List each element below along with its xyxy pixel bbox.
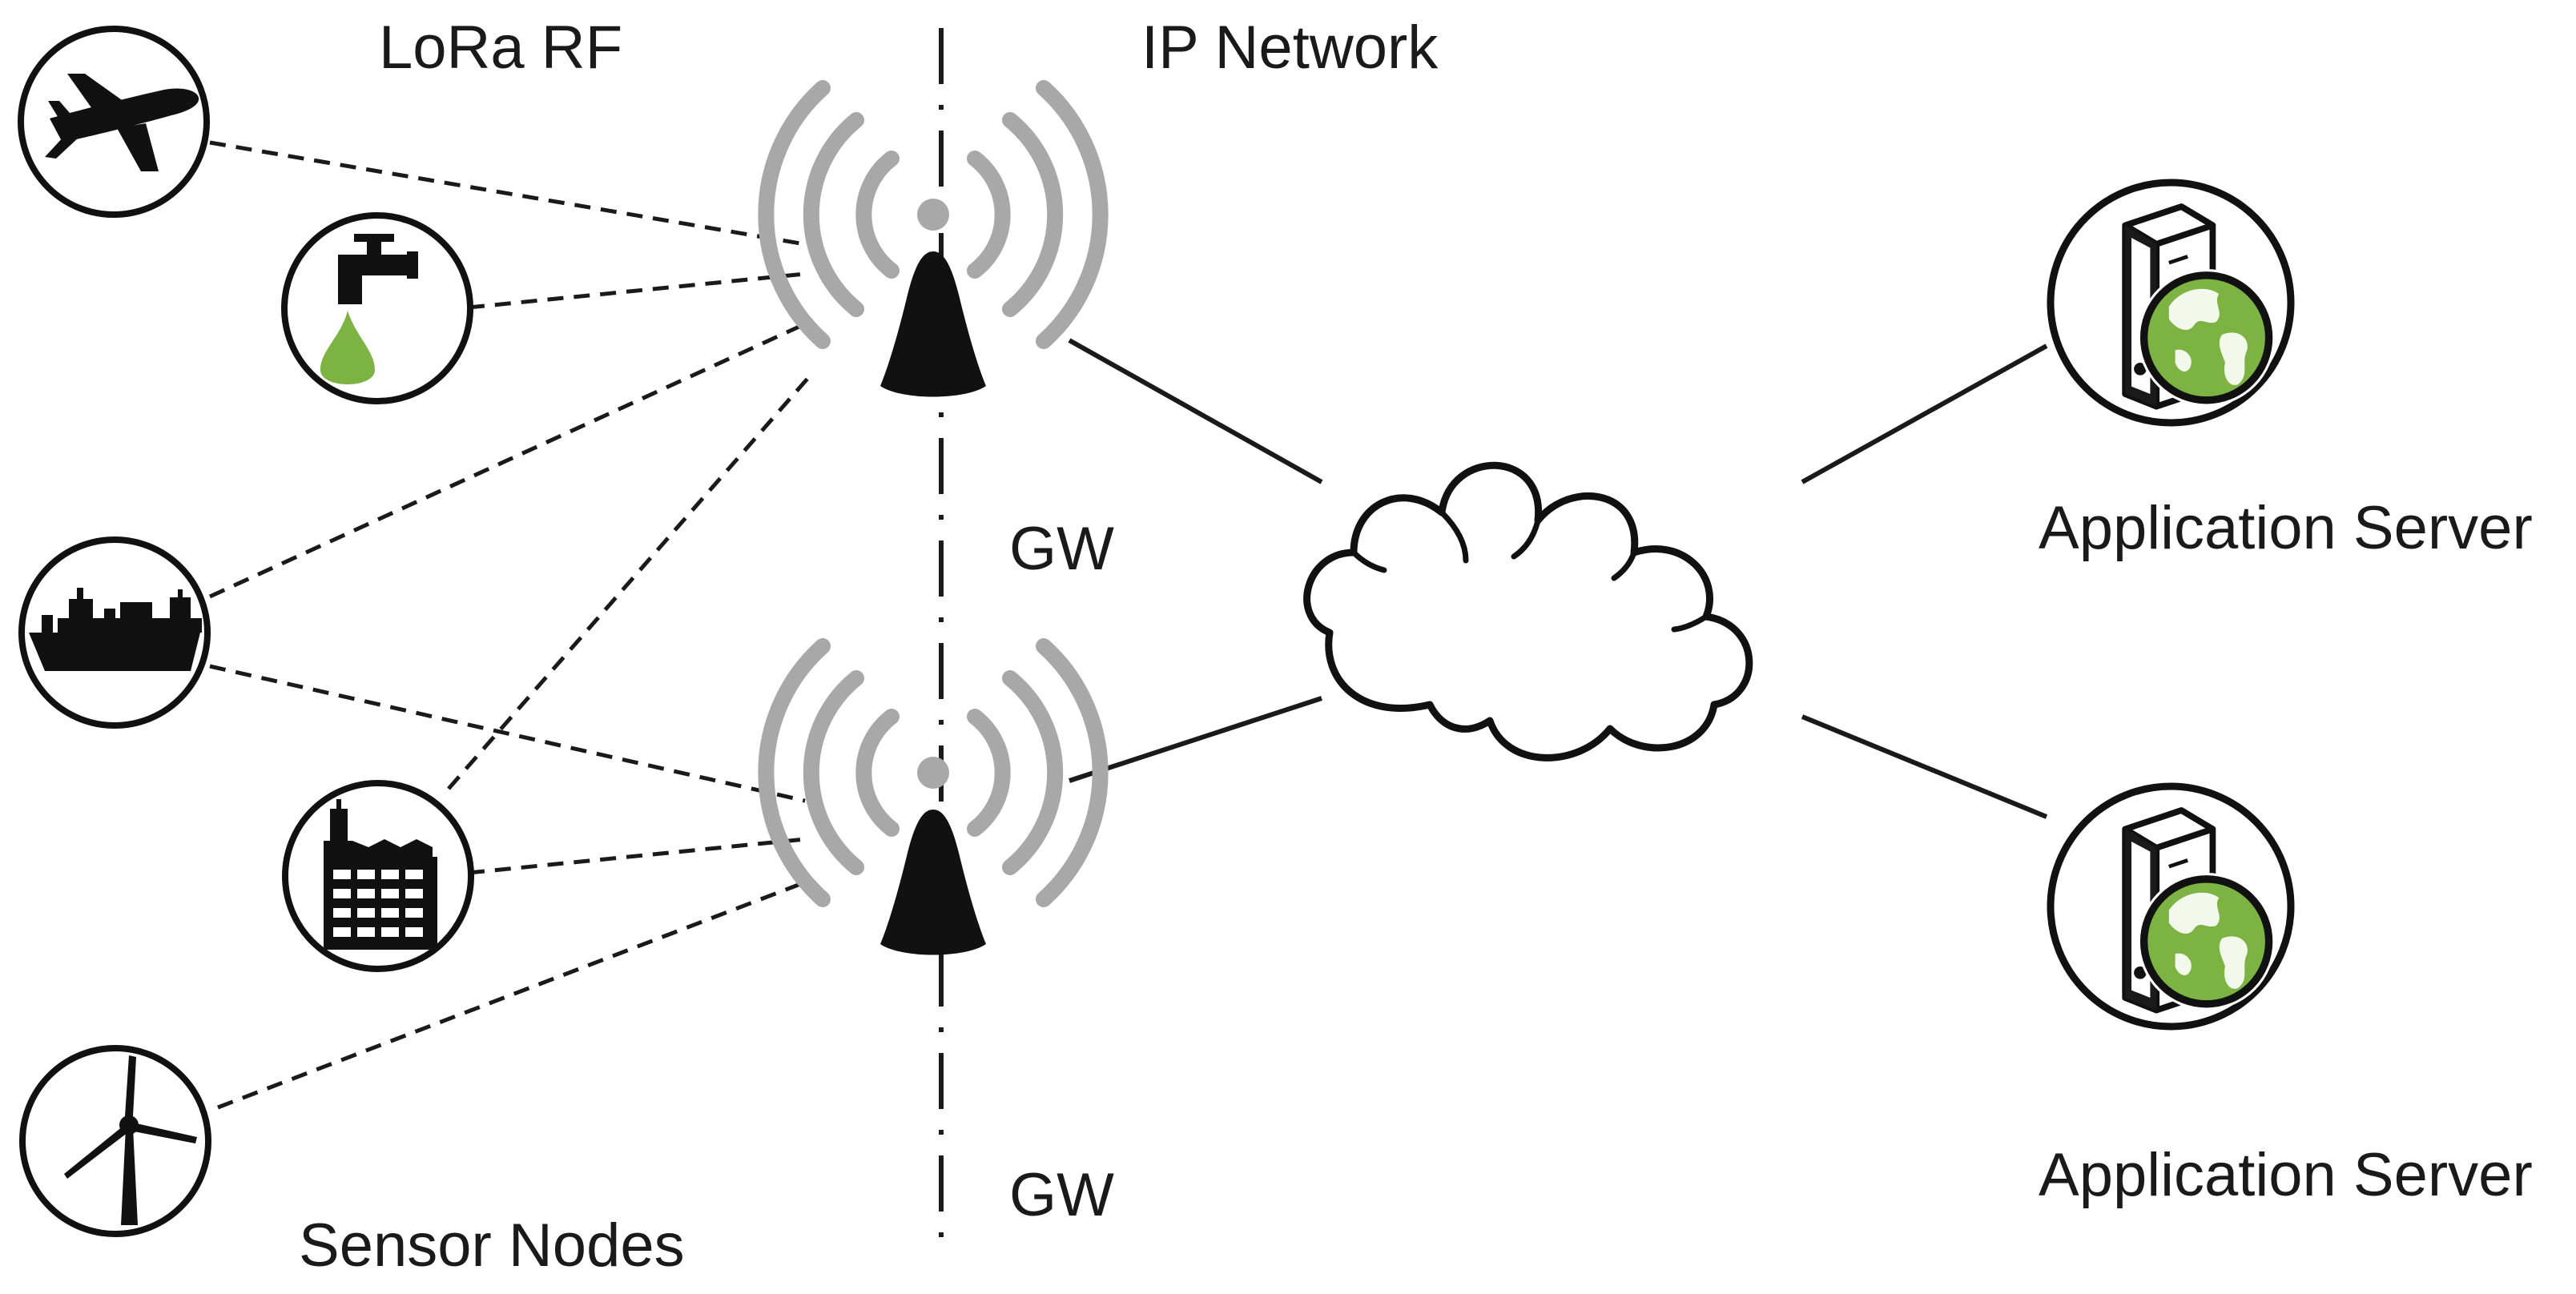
gateway-bottom-label: GW [1009,1161,1114,1229]
application-server-top [2047,179,2295,427]
sensor-node-airplane [18,26,210,218]
application-server-bottom-label: Application Server [2039,1141,2533,1209]
gateway-antenna-icon [766,88,1100,397]
lora-rf-links [208,140,815,1110]
ip-network-links [1068,338,2048,819]
gateway-bottom [766,646,1100,955]
gateway-top-label: GW [1009,515,1114,583]
ip-network-label: IP Network [1141,14,1439,82]
sensor-nodes-label: Sensor Nodes [299,1212,685,1280]
sensor-node-cargo-ship [18,536,211,729]
gateway-top [766,88,1100,397]
application-server-bottom [2047,782,2295,1031]
lora-rf-label: LoRa RF [379,14,623,82]
sensor-node-factory [282,780,474,972]
water-tap-icon [320,234,418,384]
sensor-node-water-tap [281,212,473,404]
factory-icon [324,799,437,950]
cloud-icon [1303,461,1753,762]
application-server-top-label: Application Server [2039,494,2533,562]
airplane-icon [45,74,199,171]
cargo-ship-icon [29,588,202,671]
ip-network-cloud [1303,461,1753,762]
wind-turbine-icon [64,1055,197,1225]
sensor-node-wind-turbine [19,1045,211,1237]
gateway-antenna-icon [766,646,1100,955]
